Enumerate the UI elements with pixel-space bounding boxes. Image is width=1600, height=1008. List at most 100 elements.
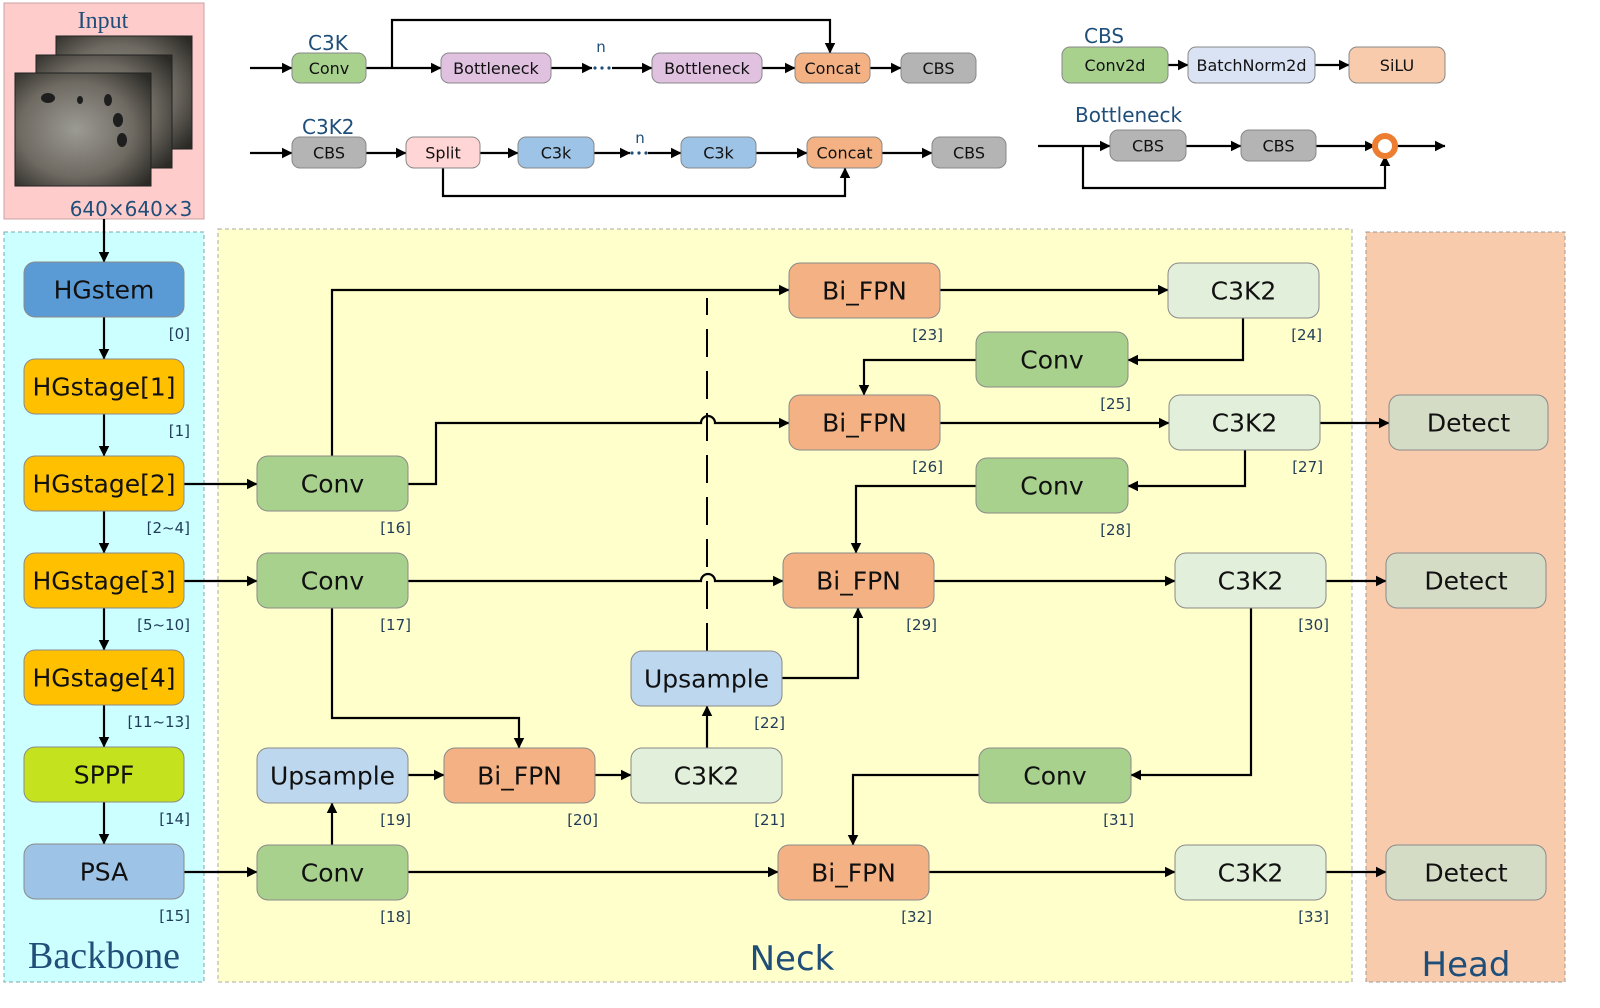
svg-text:CBS: CBS: [1262, 137, 1294, 156]
node-conv25: Conv[25]: [975, 331, 1131, 413]
node-detect2: Detect: [1385, 552, 1547, 609]
node-index: [33]: [1298, 908, 1329, 926]
node-box: [777, 844, 930, 901]
node-index: [28]: [1100, 521, 1131, 539]
node-index: [26]: [912, 458, 943, 476]
node-index: [19]: [380, 811, 411, 829]
node-bifpn23: Bi_FPN[23]: [788, 262, 943, 344]
svg-text:Split: Split: [425, 144, 460, 163]
node-c3k2_27: C3K2[27]: [1168, 394, 1323, 476]
svg-text:Concat: Concat: [805, 59, 861, 78]
node-index: [14]: [159, 810, 190, 828]
node-sppf: SPPF [14]: [23, 746, 190, 828]
node-bifpn20: Bi_FPN [20]: [443, 747, 598, 829]
node-box: [630, 650, 783, 707]
node-box: [978, 747, 1132, 804]
node-label: Conv: [301, 859, 365, 888]
node-label: HGstage[1]: [33, 373, 176, 402]
ellipsis-dot: [637, 151, 641, 155]
node-label: C3K2: [1218, 859, 1284, 888]
svg-text:C3k: C3k: [541, 144, 572, 163]
arrow: [858, 358, 976, 396]
node-detect1: Detect: [1388, 394, 1549, 451]
node-index: [29]: [906, 616, 937, 634]
node-label: Bi_FPN: [477, 762, 562, 791]
node-conv28: Conv [28]: [975, 457, 1131, 539]
c3k-block-bottleneck: Bottleneck: [440, 52, 552, 84]
edges: [98, 18, 1446, 878]
node-label: Conv: [1020, 346, 1084, 375]
node-box: [1167, 262, 1320, 319]
node-c3k2_30: C3K2 [30]: [1174, 552, 1329, 634]
node-box: [782, 552, 935, 609]
node-conv31: Conv [31]: [978, 747, 1134, 829]
node-c3k2_21: C3K2[21]: [630, 747, 785, 829]
node-box: [256, 747, 409, 804]
node-hgstem: HGstem [0]: [23, 261, 190, 343]
input-size: 640×640×3: [70, 197, 193, 221]
node-index: [24]: [1291, 326, 1322, 344]
node-box: [1385, 844, 1547, 901]
node-index: [15]: [159, 907, 190, 925]
node-box: [23, 358, 185, 415]
node-box: [1388, 394, 1549, 451]
c3k2-n-label: n: [635, 129, 645, 147]
node-box: [1174, 844, 1327, 901]
node-label: Conv: [301, 470, 365, 499]
node-label: HGstage[4]: [33, 664, 176, 693]
node-label: Detect: [1427, 409, 1511, 438]
node-box: [23, 843, 185, 900]
node-box: [630, 747, 783, 804]
node-box: [1168, 394, 1321, 451]
node-c3k2_24: C3K2[24]: [1167, 262, 1322, 344]
node-box: [23, 261, 185, 318]
arrow: [847, 773, 979, 846]
add-operator-icon: [1372, 133, 1398, 159]
node-label: SPPF: [74, 761, 134, 790]
svg-text:CBS: CBS: [313, 144, 345, 163]
svg-text:CBS: CBS: [1132, 137, 1164, 156]
node-label: Conv: [1023, 762, 1087, 791]
node-label: HGstage[2]: [33, 470, 176, 499]
svg-text:Conv: Conv: [309, 59, 350, 78]
node-label: C3K2: [674, 762, 740, 791]
node-label: Upsample: [270, 762, 395, 791]
node-index: [11~13]: [128, 713, 190, 731]
cbs-block-silu: SiLU: [1348, 46, 1446, 84]
node-bifpn29: Bi_FPN[29]: [782, 552, 937, 634]
node-label: Conv: [301, 567, 365, 596]
c3k-block-concat: Concat: [794, 52, 871, 84]
node-index: [0]: [169, 325, 190, 343]
node-index: [20]: [567, 811, 598, 829]
node-box: [975, 331, 1129, 388]
node-index: [31]: [1103, 811, 1134, 829]
node-label: Conv: [1020, 472, 1084, 501]
c3k-block-bottleneck: Bottleneck: [651, 52, 763, 84]
svg-text:SiLU: SiLU: [1380, 56, 1414, 75]
input-image-stack: [14, 35, 193, 187]
svg-text:Bottleneck: Bottleneck: [453, 59, 539, 78]
node-up19: Upsample [19]: [256, 747, 411, 829]
svg-text:Bottleneck: Bottleneck: [664, 59, 750, 78]
node-up22: Upsample[22]: [630, 650, 785, 732]
arrow: [1081, 146, 1391, 190]
arrow: [1127, 450, 1247, 492]
node-index: [30]: [1298, 616, 1329, 634]
ellipsis-dot: [630, 151, 634, 155]
node-index: [2~4]: [147, 519, 190, 537]
c3k2-block-c3k: C3k: [517, 136, 595, 169]
node-label: HGstem: [54, 276, 155, 305]
svg-text:BatchNorm2d: BatchNorm2d: [1197, 56, 1307, 75]
node-box: [975, 457, 1129, 514]
node-label: Bi_FPN: [822, 277, 907, 306]
node-label: C3K2: [1218, 567, 1284, 596]
node-box: [788, 262, 941, 319]
node-box: [256, 844, 409, 901]
node-label: Bi_FPN: [811, 859, 896, 888]
node-box: [23, 552, 185, 609]
arrow: [408, 572, 784, 587]
node-hgstage3: HGstage[3][5~10]: [23, 552, 190, 634]
cbs-block-conv2d: Conv2d: [1061, 46, 1169, 84]
node-box: [23, 455, 185, 512]
